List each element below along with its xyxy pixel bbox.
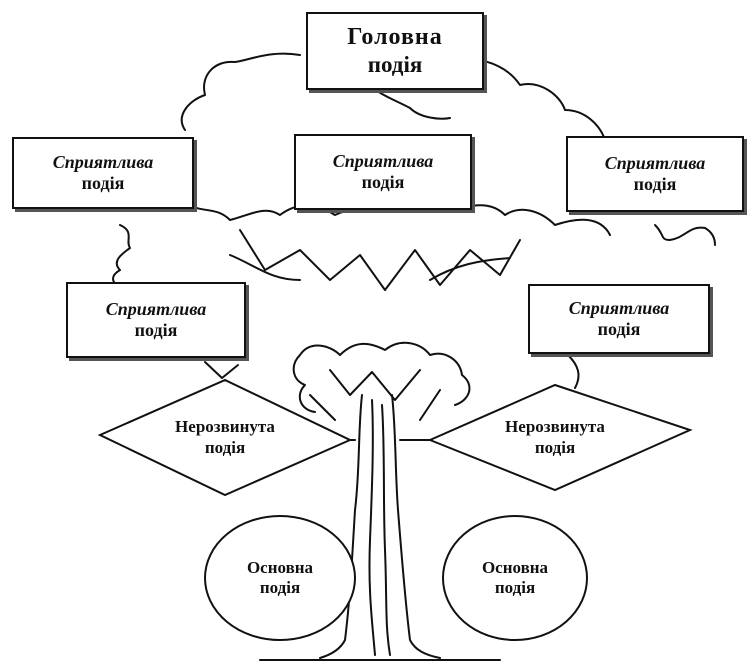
left-wavy-connector: [112, 224, 131, 287]
tree-branch-lines: [229, 229, 521, 291]
undeveloped-event-label: Нерозвинута подія: [460, 410, 650, 465]
basic-event-circle-right: [442, 515, 588, 641]
contributing-event-box: Сприятлива подія: [294, 134, 472, 210]
main-event-line1: Головна: [347, 23, 443, 50]
lower-foliage: [292, 341, 471, 413]
contributing-event-line2: подія: [134, 320, 178, 340]
contributing-event-line1: Сприятлива: [52, 152, 154, 173]
tree-crown-outline: [180, 52, 606, 141]
right-wavy-connector: [654, 224, 716, 246]
lower-foliage-veins: [309, 369, 441, 421]
undeveloped-event-label: Нерозвинута подія: [130, 410, 320, 465]
basic-event-line1: Основна: [481, 557, 549, 577]
contributing-event-box: Сприятлива подія: [12, 137, 194, 209]
basic-event-line2: подія: [494, 578, 536, 597]
contributing-event-box: Сприятлива подія: [528, 284, 710, 354]
contributing-event-line2: подія: [81, 173, 125, 193]
undeveloped-event-line1: Нерозвинута: [175, 417, 275, 437]
contributing-event-line2: подія: [361, 172, 405, 192]
contributing-event-line1: Сприятлива: [332, 151, 434, 172]
contributing-event-line2: подія: [633, 174, 677, 194]
basic-event-label: Основна подія: [450, 550, 580, 606]
tree-trunk-lines: [368, 399, 391, 656]
main-event-line2: подія: [367, 51, 423, 77]
right-hook-connector: [567, 354, 580, 389]
undeveloped-event-line2: подія: [534, 437, 576, 457]
left-tick-connector: [204, 361, 239, 379]
contributing-event-box: Сприятлива подія: [66, 282, 246, 358]
contributing-event-line2: подія: [597, 319, 641, 339]
contributing-event-box: Сприятлива подія: [566, 136, 744, 212]
undeveloped-event-diamond-right: [427, 383, 693, 492]
undeveloped-event-diamond-left: [97, 378, 353, 497]
tree-crown-mid: [179, 199, 611, 236]
contributing-event-line1: Сприятлива: [568, 298, 670, 319]
tree-trunk-right: [391, 394, 441, 659]
basic-event-line1: Основна: [246, 557, 314, 577]
undeveloped-event-line1: Нерозвинута: [505, 417, 605, 437]
contributing-event-line1: Сприятлива: [604, 153, 706, 174]
undeveloped-event-line2: подія: [204, 437, 246, 457]
basic-event-line2: подія: [259, 578, 301, 597]
main-event-box: Головна подія: [306, 12, 484, 90]
contributing-event-line1: Сприятлива: [105, 299, 207, 320]
basic-event-label: Основна подія: [215, 550, 345, 606]
basic-event-circle-left: [204, 515, 356, 641]
